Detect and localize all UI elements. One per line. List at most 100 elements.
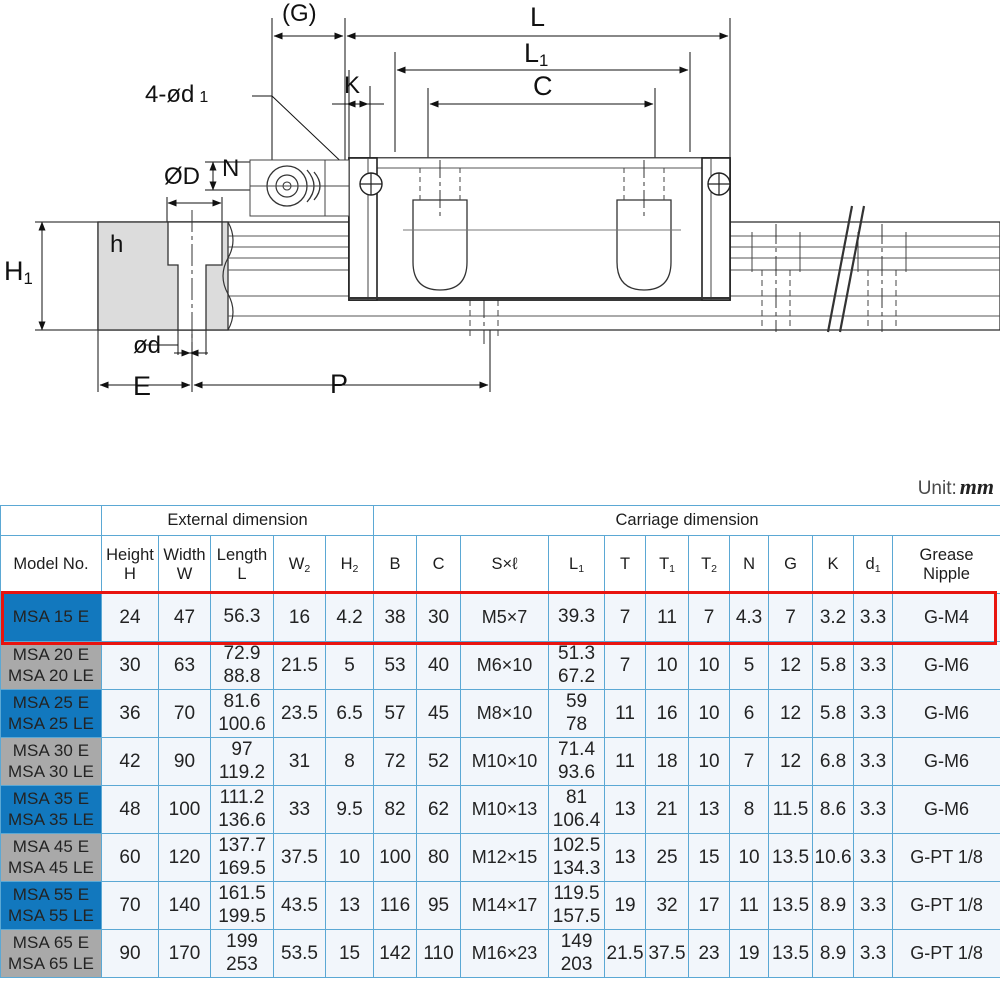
col-header-g: G xyxy=(768,535,814,594)
cell-t1: 11 xyxy=(645,593,690,642)
cell-t: 21.5 xyxy=(604,929,647,978)
cell-b: 57 xyxy=(373,689,418,738)
cell-c: 62 xyxy=(416,785,462,834)
dim-label-P: P xyxy=(330,369,349,399)
cell-t2: 10 xyxy=(688,689,731,738)
unit-prefix: Unit: xyxy=(917,478,957,499)
col-header-l1: L1 xyxy=(548,535,606,594)
specification-table-wrapper: External dimension Carriage dimension Mo… xyxy=(0,505,1000,978)
end-seal-detail xyxy=(249,159,350,217)
cell-g: 7 xyxy=(768,593,814,642)
cell-height: 24 xyxy=(101,593,159,642)
model-name: MSA 45 E xyxy=(12,836,90,856)
unit-value: mm xyxy=(959,474,994,499)
cell-grease: G-M6 xyxy=(892,641,1000,690)
cell-t: 19 xyxy=(604,881,647,930)
cell-t1: 32 xyxy=(645,881,690,930)
cell-t2: 15 xyxy=(688,833,731,882)
cell-g: 12 xyxy=(768,689,814,738)
cell-t1: 25 xyxy=(645,833,690,882)
cell-t2: 7 xyxy=(688,593,731,642)
cell-height: 42 xyxy=(101,737,159,786)
cell-l1: 39.3 xyxy=(548,593,606,642)
cell-height: 90 xyxy=(101,929,159,978)
col-header-sxl: S×ℓ xyxy=(460,535,550,594)
cell-c: 30 xyxy=(416,593,462,642)
dim-label-E: E xyxy=(133,371,152,401)
dimension-lines xyxy=(35,18,731,392)
cell-k: 3.2 xyxy=(812,593,855,642)
cell-t: 7 xyxy=(604,593,647,642)
specification-table: External dimension Carriage dimension Mo… xyxy=(0,505,1000,978)
cell-c: 80 xyxy=(416,833,462,882)
cell-k: 6.8 xyxy=(812,737,855,786)
cell-h2: 9.5 xyxy=(324,785,375,834)
col-header-model: Model No. xyxy=(0,535,102,594)
cell-d1: 3.3 xyxy=(853,737,894,786)
model-name: MSA 65 E xyxy=(12,932,90,952)
cell-t: 11 xyxy=(604,737,647,786)
cell-t2: 17 xyxy=(688,881,731,930)
cell-t1: 37.5 xyxy=(645,929,690,978)
cell-sxl: M10×13 xyxy=(460,785,550,834)
cell-n: 4.3 xyxy=(729,593,770,642)
cell-width: 47 xyxy=(158,593,211,642)
col-header-k: K xyxy=(812,535,855,594)
model-cell[interactable]: MSA 15 E xyxy=(0,593,102,642)
cell-sxl: M6×10 xyxy=(460,641,550,690)
col-header-w2: W2 xyxy=(273,535,326,594)
model-name: MSA 15 E xyxy=(12,607,90,627)
cell-w2: 23.5 xyxy=(273,689,326,738)
cell-h2: 4.2 xyxy=(324,593,375,642)
dim-label-C: C xyxy=(533,71,553,101)
dim-label-G: (G) xyxy=(282,0,317,27)
cell-w2: 43.5 xyxy=(273,881,326,930)
cell-c: 45 xyxy=(416,689,462,738)
cell-d1: 3.3 xyxy=(853,641,894,690)
cell-w2: 53.5 xyxy=(273,929,326,978)
cell-grease: G-M6 xyxy=(892,737,1000,786)
dim-label-H1: H1 xyxy=(4,256,33,289)
cell-width: 100 xyxy=(158,785,211,834)
cell-t: 7 xyxy=(604,641,647,690)
col-header-n: N xyxy=(729,535,770,594)
cell-w2: 21.5 xyxy=(273,641,326,690)
cell-sxl: M5×7 xyxy=(460,593,550,642)
dim-label-big-D: ØD xyxy=(164,163,200,190)
cell-t1: 10 xyxy=(645,641,690,690)
cell-sxl: M14×17 xyxy=(460,881,550,930)
cell-k: 5.8 xyxy=(812,689,855,738)
cell-width: 70 xyxy=(158,689,211,738)
cell-grease: G-M6 xyxy=(892,689,1000,738)
cell-n: 19 xyxy=(729,929,770,978)
dim-label-L: L xyxy=(530,2,546,32)
cell-n: 8 xyxy=(729,785,770,834)
cell-b: 116 xyxy=(373,881,418,930)
